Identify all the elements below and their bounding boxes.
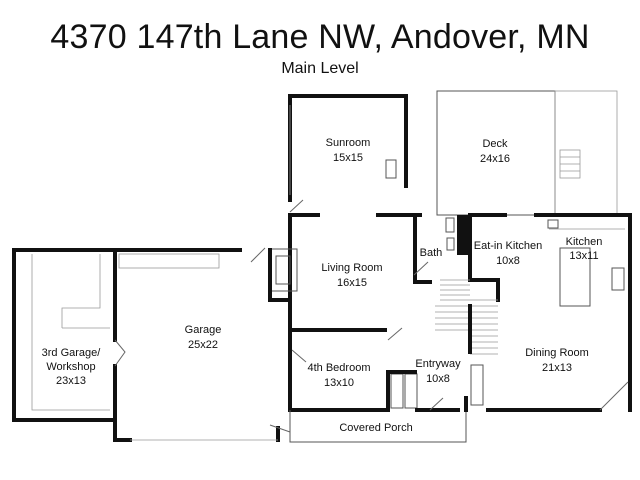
page-title: 4370 147th Lane NW, Andover, MN (50, 18, 590, 56)
bedroom-entry-walls (288, 327, 468, 412)
porch-outline (289, 410, 467, 443)
label-4th-bedroom: 4th Bedroom (308, 362, 371, 374)
sunroom-walls (288, 94, 408, 213)
size-eat-in-kitchen: 10x8 (496, 255, 520, 267)
size-dining-room: 21x13 (542, 362, 572, 374)
kitchen-dining-walls (468, 213, 632, 412)
room-labels: Sunroom 15x15 Deck 24x16 Living Room 16x… (42, 137, 603, 434)
page-subtitle: Main Level (281, 60, 359, 77)
label-sunroom: Sunroom (326, 137, 371, 149)
size-living-room: 16x15 (337, 277, 367, 289)
size-garage: 25x22 (188, 339, 218, 351)
size-deck: 24x16 (480, 153, 510, 165)
label-workshop-line1: 3rd Garage/ (42, 347, 102, 359)
label-kitchen: Kitchen (566, 236, 603, 248)
label-eat-in-kitchen: Eat-in Kitchen (474, 240, 542, 252)
deck-outline (436, 90, 618, 216)
stairs (435, 279, 498, 355)
label-entryway: Entryway (415, 358, 461, 370)
label-garage: Garage (185, 324, 222, 336)
label-workshop-line2: Workshop (46, 361, 95, 373)
garage-walls (113, 248, 292, 442)
size-4th-bedroom: 13x10 (324, 377, 354, 389)
label-living-room: Living Room (321, 262, 382, 274)
label-bath: Bath (420, 247, 443, 259)
label-covered-porch: Covered Porch (339, 422, 412, 434)
size-workshop: 23x13 (56, 375, 86, 387)
label-deck: Deck (482, 138, 508, 150)
label-dining-room: Dining Room (525, 347, 589, 359)
size-kitchen: 13x11 (569, 250, 598, 262)
size-sunroom: 15x15 (333, 152, 363, 164)
bath-walls (413, 213, 469, 284)
workshop-walls (12, 248, 120, 422)
size-entryway: 10x8 (426, 373, 450, 385)
